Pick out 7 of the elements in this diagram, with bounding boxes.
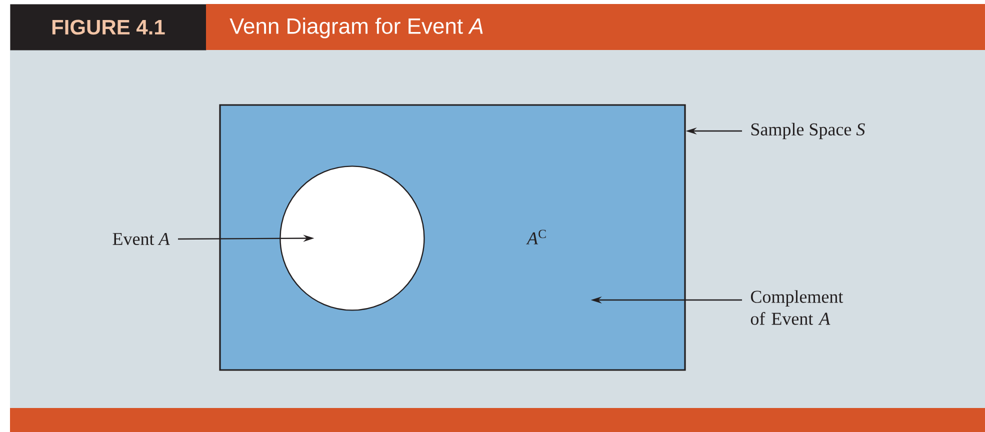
region-label: A$^{C}$ — [526, 230, 546, 244]
callout-label: Event A — [112, 232, 170, 246]
callout-label: Sample Space S — [751, 122, 865, 140]
callout-label: Complement of Event A — [750, 290, 844, 325]
event-circle — [280, 166, 425, 311]
title: Venn Diagram for Event A — [230, 18, 483, 38]
figure-number: FIGURE 4.1 — [10, 4, 206, 50]
